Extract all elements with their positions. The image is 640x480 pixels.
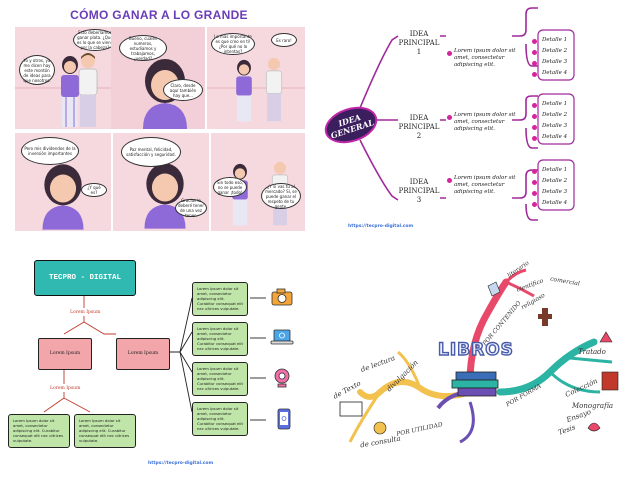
flow-detail-box: Lorem Ipsum dolor sit amet, consectetur … xyxy=(192,322,248,356)
bullet-dot xyxy=(532,114,537,119)
bullet-dot xyxy=(447,178,452,183)
speech-bubble: ¿Y qué es? xyxy=(81,183,107,197)
flow-detail-box: Lorem Ipsum dolor sit amet, consectetur … xyxy=(192,282,248,316)
website-url[interactable]: https://tecpro-digital.com xyxy=(348,224,414,229)
speech-bubble: Bueno, cuales numeros, estudiamos y trab… xyxy=(119,35,167,61)
flow-box-left: Lorem Ipsum xyxy=(38,338,92,370)
speech-bubble: ¿Y si vas tú al mercado? Sí, se puede ga… xyxy=(261,183,301,209)
flow-label: Lorem Ipsum xyxy=(70,310,101,315)
bullet-dot xyxy=(532,72,537,77)
student-girl-figure xyxy=(61,56,79,127)
speech-bubble: Claro, desde aquí también hay que... xyxy=(163,79,203,101)
student-girl-closeup xyxy=(144,163,186,229)
mindmap-panel: IDEA GENERAL IDEA PRINCIPAL 1 IDEA PRINC… xyxy=(320,0,640,240)
main-idea-1-label: IDEA PRINCIPAL 1 xyxy=(398,30,440,56)
detail-item: Detalle 4 xyxy=(542,200,568,206)
libros-mindmap-panel: LIBROS POR CONTENIDO POR FORMA POR UTILI… xyxy=(320,242,640,480)
flow-detail-box: Lorem Ipsum dolor sit amet, consectetur … xyxy=(8,414,70,448)
libros-branches xyxy=(339,268,619,444)
detail-item: Detalle 3 xyxy=(542,189,568,195)
website-url[interactable]: https://tecpro-digital.com xyxy=(148,461,214,466)
speech-bubble: Pero mis dividendos de la inversión impo… xyxy=(21,137,79,165)
bullet-dot xyxy=(532,103,537,108)
bullet-dot xyxy=(532,169,537,174)
comic-title: CÓMO GANAR A LO GRANDE xyxy=(70,8,248,22)
flow-detail-box: Lorem Ipsum dolor sit amet, consectetur … xyxy=(74,414,136,448)
bullet-dot xyxy=(532,61,537,66)
phone-icon xyxy=(277,408,291,430)
bullet-dot xyxy=(447,51,452,56)
camera-icon xyxy=(271,288,293,306)
bullet-dot xyxy=(532,136,537,141)
type-label: Tratado xyxy=(578,348,606,356)
detail-item: Detalle 2 xyxy=(542,48,568,54)
laptop-icon xyxy=(270,329,294,345)
detail-item: Detalle 3 xyxy=(542,59,568,65)
bullet-dot xyxy=(532,191,537,196)
student-girl-closeup xyxy=(42,164,84,230)
bullet-dot xyxy=(532,202,537,207)
flow-detail-box: Lorem Ipsum dolor sit amet, consectetur … xyxy=(192,402,248,436)
speech-bubble: Lo más importante es que creo en ti! ¿Po… xyxy=(211,33,255,55)
mindmap-connectors xyxy=(359,7,575,221)
speech-bubble: Gracias la deberé tener de una vez tener… xyxy=(175,198,207,218)
student-girl-figure xyxy=(236,59,252,122)
detail-item: Detalle 1 xyxy=(542,37,568,43)
idea-3-description: Lorem ipsum dolor sit amet, consectetur … xyxy=(454,175,516,195)
detail-item: Detalle 4 xyxy=(542,70,568,76)
bullet-dot xyxy=(532,125,537,130)
main-idea-2-label: IDEA PRINCIPAL 2 xyxy=(398,114,440,140)
libros-title: LIBROS xyxy=(437,339,514,360)
bullet-dot xyxy=(447,115,452,120)
bullet-dot xyxy=(532,50,537,55)
bullet-dot xyxy=(532,180,537,185)
speech-bubble: Paz mental, felicidad, satisfacción y se… xyxy=(121,137,181,167)
detail-item: Detalle 3 xyxy=(542,123,568,129)
comic-cell-2: Lo más importante es que creo en ti! ¿Po… xyxy=(206,26,306,130)
student-boy-figure xyxy=(265,57,283,122)
comic-panel: CÓMO GANAR A LO GRANDE Esto deberíamos g… xyxy=(0,0,318,240)
main-idea-3-label: IDEA PRINCIPAL 3 xyxy=(398,178,440,204)
speech-bubble: Es raro! xyxy=(271,33,297,47)
flowchart-connectors xyxy=(43,294,266,421)
detail-item: Detalle 1 xyxy=(542,101,568,107)
comic-cell-1: Esto deberíamos ganar plata. ¿Qué es lo … xyxy=(14,26,206,130)
detail-item: Detalle 2 xyxy=(542,112,568,118)
idea-2-description: Lorem ipsum dolor sit amet, consectetur … xyxy=(454,112,516,132)
speech-bubble: Yo y otros, ya me dicen hay este montón … xyxy=(19,55,55,85)
student-boy-figure xyxy=(78,53,98,127)
comic-cell-4: Paz mental, felicidad, satisfacción y se… xyxy=(112,132,210,232)
comic-cell-3: Pero mis dividendos de la inversión impo… xyxy=(14,132,112,232)
type-label: Monografía xyxy=(572,402,614,410)
idea-1-description: Lorem ipsum dolor sit amet, consectetur … xyxy=(454,48,516,68)
speech-bubble: Sin todo eso, no se puede ganar ¡todo! xyxy=(213,177,247,197)
flow-detail-box: Lorem Ipsum dolor sit amet, consectetur … xyxy=(192,362,248,396)
bullet-dot xyxy=(532,39,537,44)
comic-cell-5: Sin todo eso, no se puede ganar ¡todo! ¿… xyxy=(210,132,306,232)
detail-item: Detalle 4 xyxy=(542,134,568,140)
detail-item: Detalle 1 xyxy=(542,167,568,173)
webcam-icon xyxy=(274,368,290,388)
flowchart-title: TECPRO - DIGITAL xyxy=(34,260,136,296)
flowchart-panel: TECPRO - DIGITAL Lorem Ipsum Lorem Ipsum… xyxy=(0,242,318,480)
detail-item: Detalle 2 xyxy=(542,178,568,184)
flow-label: Lorem Ipsum xyxy=(50,386,81,391)
flow-box-right: Lorem Ipsum xyxy=(116,338,170,370)
